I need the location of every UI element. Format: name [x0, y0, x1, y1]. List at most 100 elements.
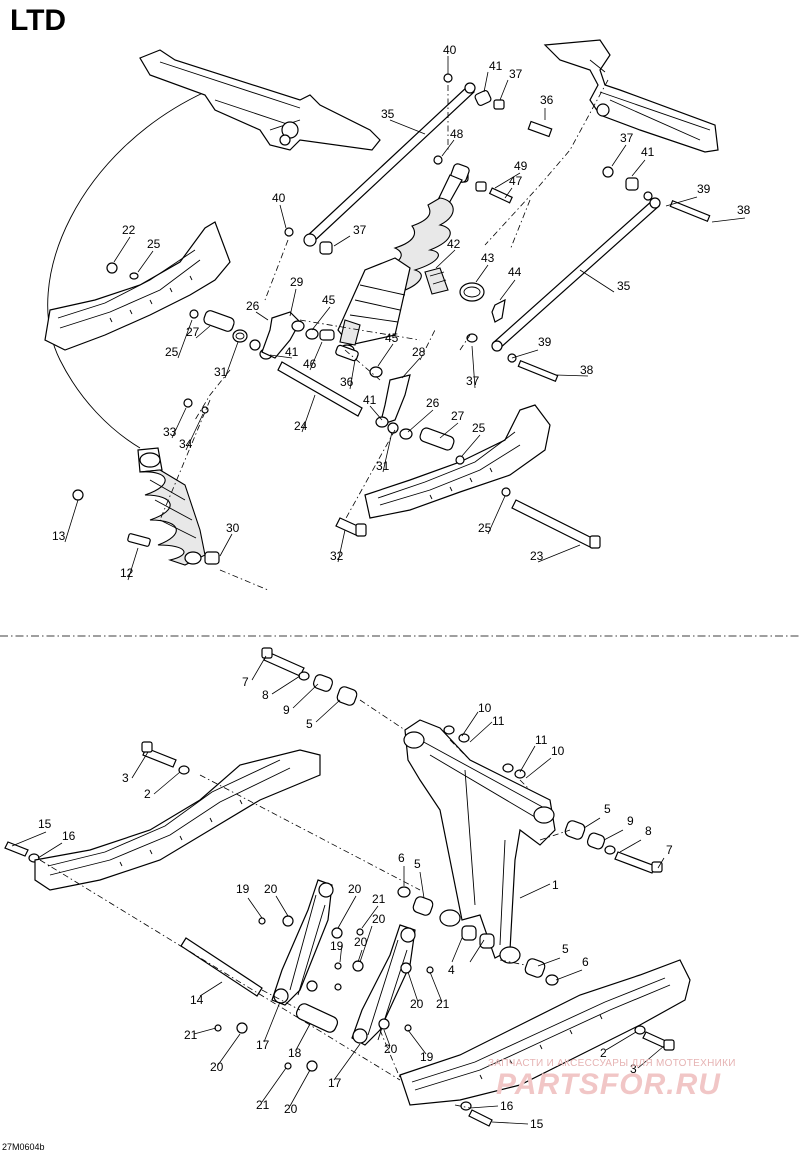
- callout-13: 13: [52, 529, 66, 543]
- callouts-bottom: 7 8 9 5 10 11 3 2 11 10 15 16 5 9 8 7 6 …: [38, 675, 673, 1131]
- callout-20: 20: [348, 882, 362, 896]
- callout-27: 27: [451, 409, 465, 423]
- callout-14: 14: [190, 993, 204, 1007]
- callout-26: 26: [246, 299, 260, 313]
- callout-5: 5: [562, 942, 569, 956]
- callout-25: 25: [147, 237, 161, 251]
- callout-26: 26: [426, 396, 440, 410]
- callout-9: 9: [627, 814, 634, 828]
- callout-17: 17: [328, 1076, 342, 1090]
- callout-32: 32: [330, 549, 344, 563]
- callout-21: 21: [256, 1098, 270, 1112]
- callout-36: 36: [540, 93, 554, 107]
- callout-49: 49: [514, 159, 528, 173]
- callout-15: 15: [530, 1117, 544, 1131]
- diagram-code: 27M0604b: [2, 1142, 45, 1152]
- callout-47: 47: [509, 174, 523, 188]
- bottom-right-hardware: [397, 820, 675, 1127]
- callout-44: 44: [508, 265, 522, 279]
- rear-link-left: [271, 879, 334, 1006]
- callout-39: 39: [538, 335, 552, 349]
- callout-45: 45: [322, 293, 336, 307]
- callout-2: 2: [600, 1046, 607, 1060]
- callout-21: 21: [372, 892, 386, 906]
- callout-5: 5: [414, 857, 421, 871]
- callout-8: 8: [645, 824, 652, 838]
- callout-15: 15: [38, 817, 52, 831]
- callout-8: 8: [262, 688, 269, 702]
- callout-22: 22: [122, 223, 136, 237]
- callout-42: 42: [447, 237, 461, 251]
- rod-35-right: [491, 197, 661, 352]
- callout-34: 34: [179, 437, 193, 451]
- callout-37: 37: [509, 67, 523, 81]
- callout-18: 18: [288, 1046, 302, 1060]
- callout-19: 19: [420, 1050, 434, 1064]
- callout-10: 10: [551, 744, 565, 758]
- callout-37: 37: [466, 374, 480, 388]
- callout-17: 17: [256, 1038, 270, 1052]
- callout-7: 7: [242, 675, 249, 689]
- callout-28: 28: [412, 345, 426, 359]
- callout-40: 40: [443, 43, 457, 57]
- callout-24: 24: [294, 419, 308, 433]
- callout-4: 4: [448, 963, 455, 977]
- callout-11: 11: [535, 733, 548, 747]
- left-rail-lower: [34, 749, 321, 891]
- callout-21: 21: [436, 997, 450, 1011]
- callout-36: 36: [340, 375, 354, 389]
- tube-14: [180, 937, 263, 997]
- callout-38: 38: [737, 203, 751, 217]
- callout-25: 25: [165, 345, 179, 359]
- callout-41: 41: [285, 345, 299, 359]
- callout-41: 41: [489, 59, 503, 73]
- callout-20: 20: [210, 1060, 224, 1074]
- callout-43: 43: [481, 251, 495, 265]
- upper-right-frame-bracket: [543, 39, 719, 153]
- callout-20: 20: [264, 882, 278, 896]
- bottom-upper-hardware: [4, 647, 526, 863]
- callout-38: 38: [580, 363, 594, 377]
- right-linkage-parts: [335, 374, 601, 549]
- callout-35: 35: [381, 107, 395, 121]
- rod-35-left: [303, 82, 476, 247]
- guide-lines-top: [159, 79, 609, 591]
- callout-29: 29: [290, 275, 304, 289]
- callout-1: 1: [552, 878, 559, 892]
- callout-40: 40: [272, 191, 286, 205]
- callout-10: 10: [478, 701, 492, 715]
- callout-20: 20: [284, 1102, 298, 1116]
- callout-35: 35: [617, 279, 631, 293]
- link-hardware: [214, 915, 434, 1072]
- leader-lines-bottom: [11, 655, 665, 1125]
- callout-25: 25: [472, 421, 486, 435]
- callout-31: 31: [376, 459, 390, 473]
- callout-6: 6: [582, 955, 589, 969]
- callout-45: 45: [385, 331, 399, 345]
- callout-46: 46: [303, 357, 317, 371]
- callout-37: 37: [353, 223, 367, 237]
- callout-19: 19: [330, 939, 344, 953]
- callout-9: 9: [283, 703, 290, 717]
- callout-20: 20: [372, 912, 386, 926]
- rear-link-right: [351, 924, 416, 1046]
- callout-41: 41: [641, 145, 655, 159]
- callouts-top: 40 41 37 36 35 48 49 47 37 41 39 38 40 3…: [52, 43, 751, 580]
- callout-31: 31: [214, 365, 228, 379]
- callout-21: 21: [184, 1028, 198, 1042]
- callout-5: 5: [306, 717, 313, 731]
- callout-48: 48: [450, 127, 464, 141]
- callout-37: 37: [620, 131, 634, 145]
- swing-arm: [403, 719, 556, 964]
- callout-3: 3: [630, 1062, 637, 1076]
- upper-left-frame-bracket: [139, 49, 381, 151]
- callout-11: 11: [492, 714, 505, 728]
- callout-7: 7: [666, 843, 673, 857]
- callout-16: 16: [500, 1099, 514, 1113]
- callout-6: 6: [398, 851, 405, 865]
- shaft-24: [277, 361, 363, 417]
- callout-16: 16: [62, 829, 76, 843]
- callout-3: 3: [122, 771, 129, 785]
- watermark-logo: PARTSFOR.RU: [496, 1068, 721, 1101]
